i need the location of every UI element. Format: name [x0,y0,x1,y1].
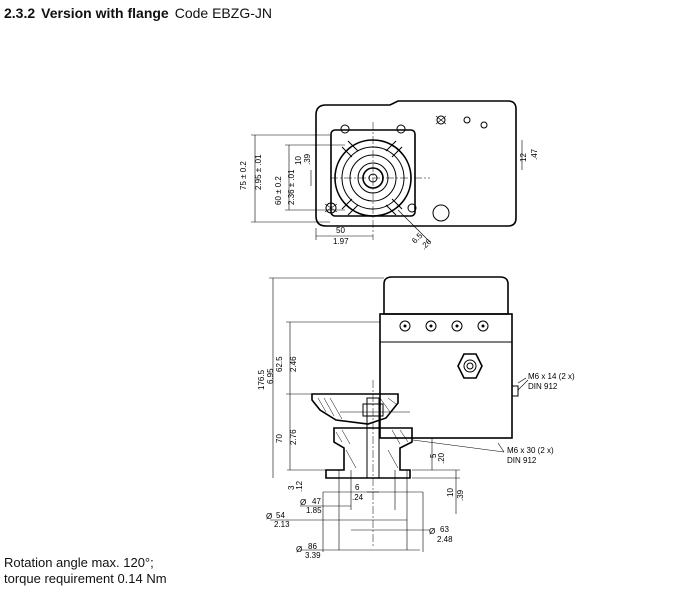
screw-upper-standard: DIN 912 [528,382,558,391]
dim-10-top: 10 [294,156,303,165]
dim-70: 70 [275,434,284,443]
dim-2-48: 2.48 [437,535,453,544]
rotation-angle-note: Rotation angle max. 120°; [4,555,154,570]
dim-54: 54 [276,511,285,520]
torque-note: torque requirement 0.14 Nm [4,571,167,586]
dim-39-top: .39 [303,153,312,165]
side-view-cap [383,276,509,315]
dim-1-85: 1.85 [306,506,322,515]
dim-176-5: 176.5 [257,369,266,390]
dim-62-5: 62.5 [275,356,284,372]
section-number: 2.3.2 [4,5,36,21]
dim-86: 86 [308,542,317,551]
diameter-symbol-47: Ø [300,498,306,507]
diameter-symbol-63: Ø [429,527,435,536]
screw-lower-spec: M6 x 30 (2 x) [507,446,554,455]
diameter-symbol-54: Ø [266,512,272,521]
top-view-housing-outline [315,100,517,227]
dim-63: 63 [440,525,449,534]
dim-2-76: 2.76 [289,429,298,445]
rotation-notes: Rotation angle max. 120°; torque require… [4,555,167,587]
section-title: Version with flange [41,5,169,21]
section-heading: 2.3.2 Version with flange Code EBZG-JN [4,5,272,21]
dim-3: 3 [287,485,296,490]
dim-2-13: 2.13 [274,520,290,529]
side-view-body [379,313,513,439]
dim-6-95: 6.95 [266,368,275,384]
dim-6: 6 [355,483,360,492]
side-view-coupling [325,427,413,479]
dim-50: 50 [336,226,345,235]
diameter-symbol-86: Ø [296,545,302,554]
dim-75: 75 ± 0.2 [239,161,248,190]
dim-5: 5 [429,453,438,458]
dim-20: .20 [437,452,446,464]
dim-39-side: .39 [456,489,465,501]
side-view-flange [311,393,399,425]
dim-2-95: 2.95 ± .01 [254,154,263,190]
dim-47-top: .47 [530,148,539,160]
top-view: 75 ± 0.2 2.95 ± .01 60 ± 0.2 2.36 ± .01 … [239,100,539,251]
dim-60: 60 ± 0.2 [274,176,283,205]
dim-2-46: 2.46 [289,356,298,372]
dim-1-97: 1.97 [333,237,349,246]
dim-12-top: 12 [519,153,528,162]
product-code: Code EBZG-JN [174,5,272,21]
dim-12-side: .12 [295,480,304,492]
dim-2-36: 2.36 ± .01 [287,169,296,205]
dim-3-39: 3.39 [305,551,321,560]
side-view: 176.5 6.95 62.5 2.46 70 2.76 3 .12 5 .20… [257,276,575,560]
screw-upper-spec: M6 x 14 (2 x) [528,372,575,381]
screw-lower-standard: DIN 912 [507,456,537,465]
dim-10-side: 10 [446,488,455,497]
dim-24: .24 [352,493,364,502]
dim-47-side: 47 [312,497,321,506]
